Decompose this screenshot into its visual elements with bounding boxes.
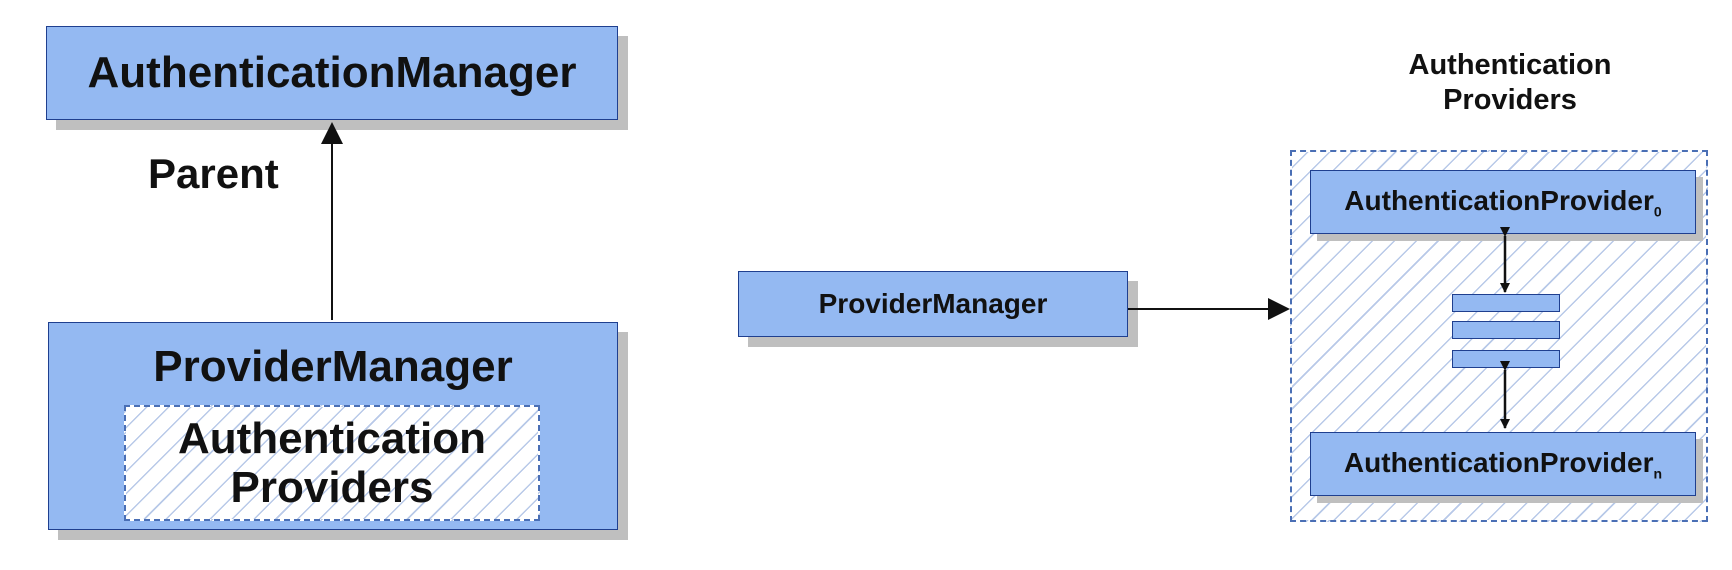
- inner-providers-line2: Providers: [230, 463, 434, 512]
- providers-title-line1: Authentication: [1408, 49, 1612, 81]
- provider-manager-box-right: ProviderManager: [738, 271, 1128, 337]
- parent-label: Parent: [148, 150, 279, 197]
- authentication-provider-0-box: AuthenticationProvider0: [1310, 170, 1696, 234]
- authentication-providers-title: Authentication Providers: [1380, 48, 1640, 119]
- authentication-manager-label: AuthenticationManager: [87, 48, 577, 97]
- provider-manager-label-left: ProviderManager: [153, 342, 513, 391]
- provider-first-subscript: 0: [1653, 203, 1662, 220]
- authentication-provider-n-box: AuthenticationProvidern: [1310, 432, 1696, 496]
- authentication-manager-box: AuthenticationManager: [46, 26, 618, 120]
- provider-last-subscript: n: [1653, 465, 1663, 482]
- provider-stack-bar-1: [1452, 294, 1560, 312]
- provider-first-name: AuthenticationProvider: [1344, 184, 1654, 216]
- providers-title-line2: Providers: [1443, 84, 1577, 117]
- authentication-provider-n-label: AuthenticationProvidern: [1344, 447, 1662, 482]
- inner-authentication-providers: Authentication Providers: [124, 405, 540, 521]
- provider-last-name: AuthenticationProvider: [1343, 446, 1654, 478]
- authentication-provider-0-label: AuthenticationProvider0: [1344, 185, 1661, 220]
- inner-providers-line1: Authentication: [178, 413, 486, 463]
- provider-stack-bar-2: [1452, 321, 1560, 339]
- provider-manager-label-right: ProviderManager: [818, 288, 1048, 319]
